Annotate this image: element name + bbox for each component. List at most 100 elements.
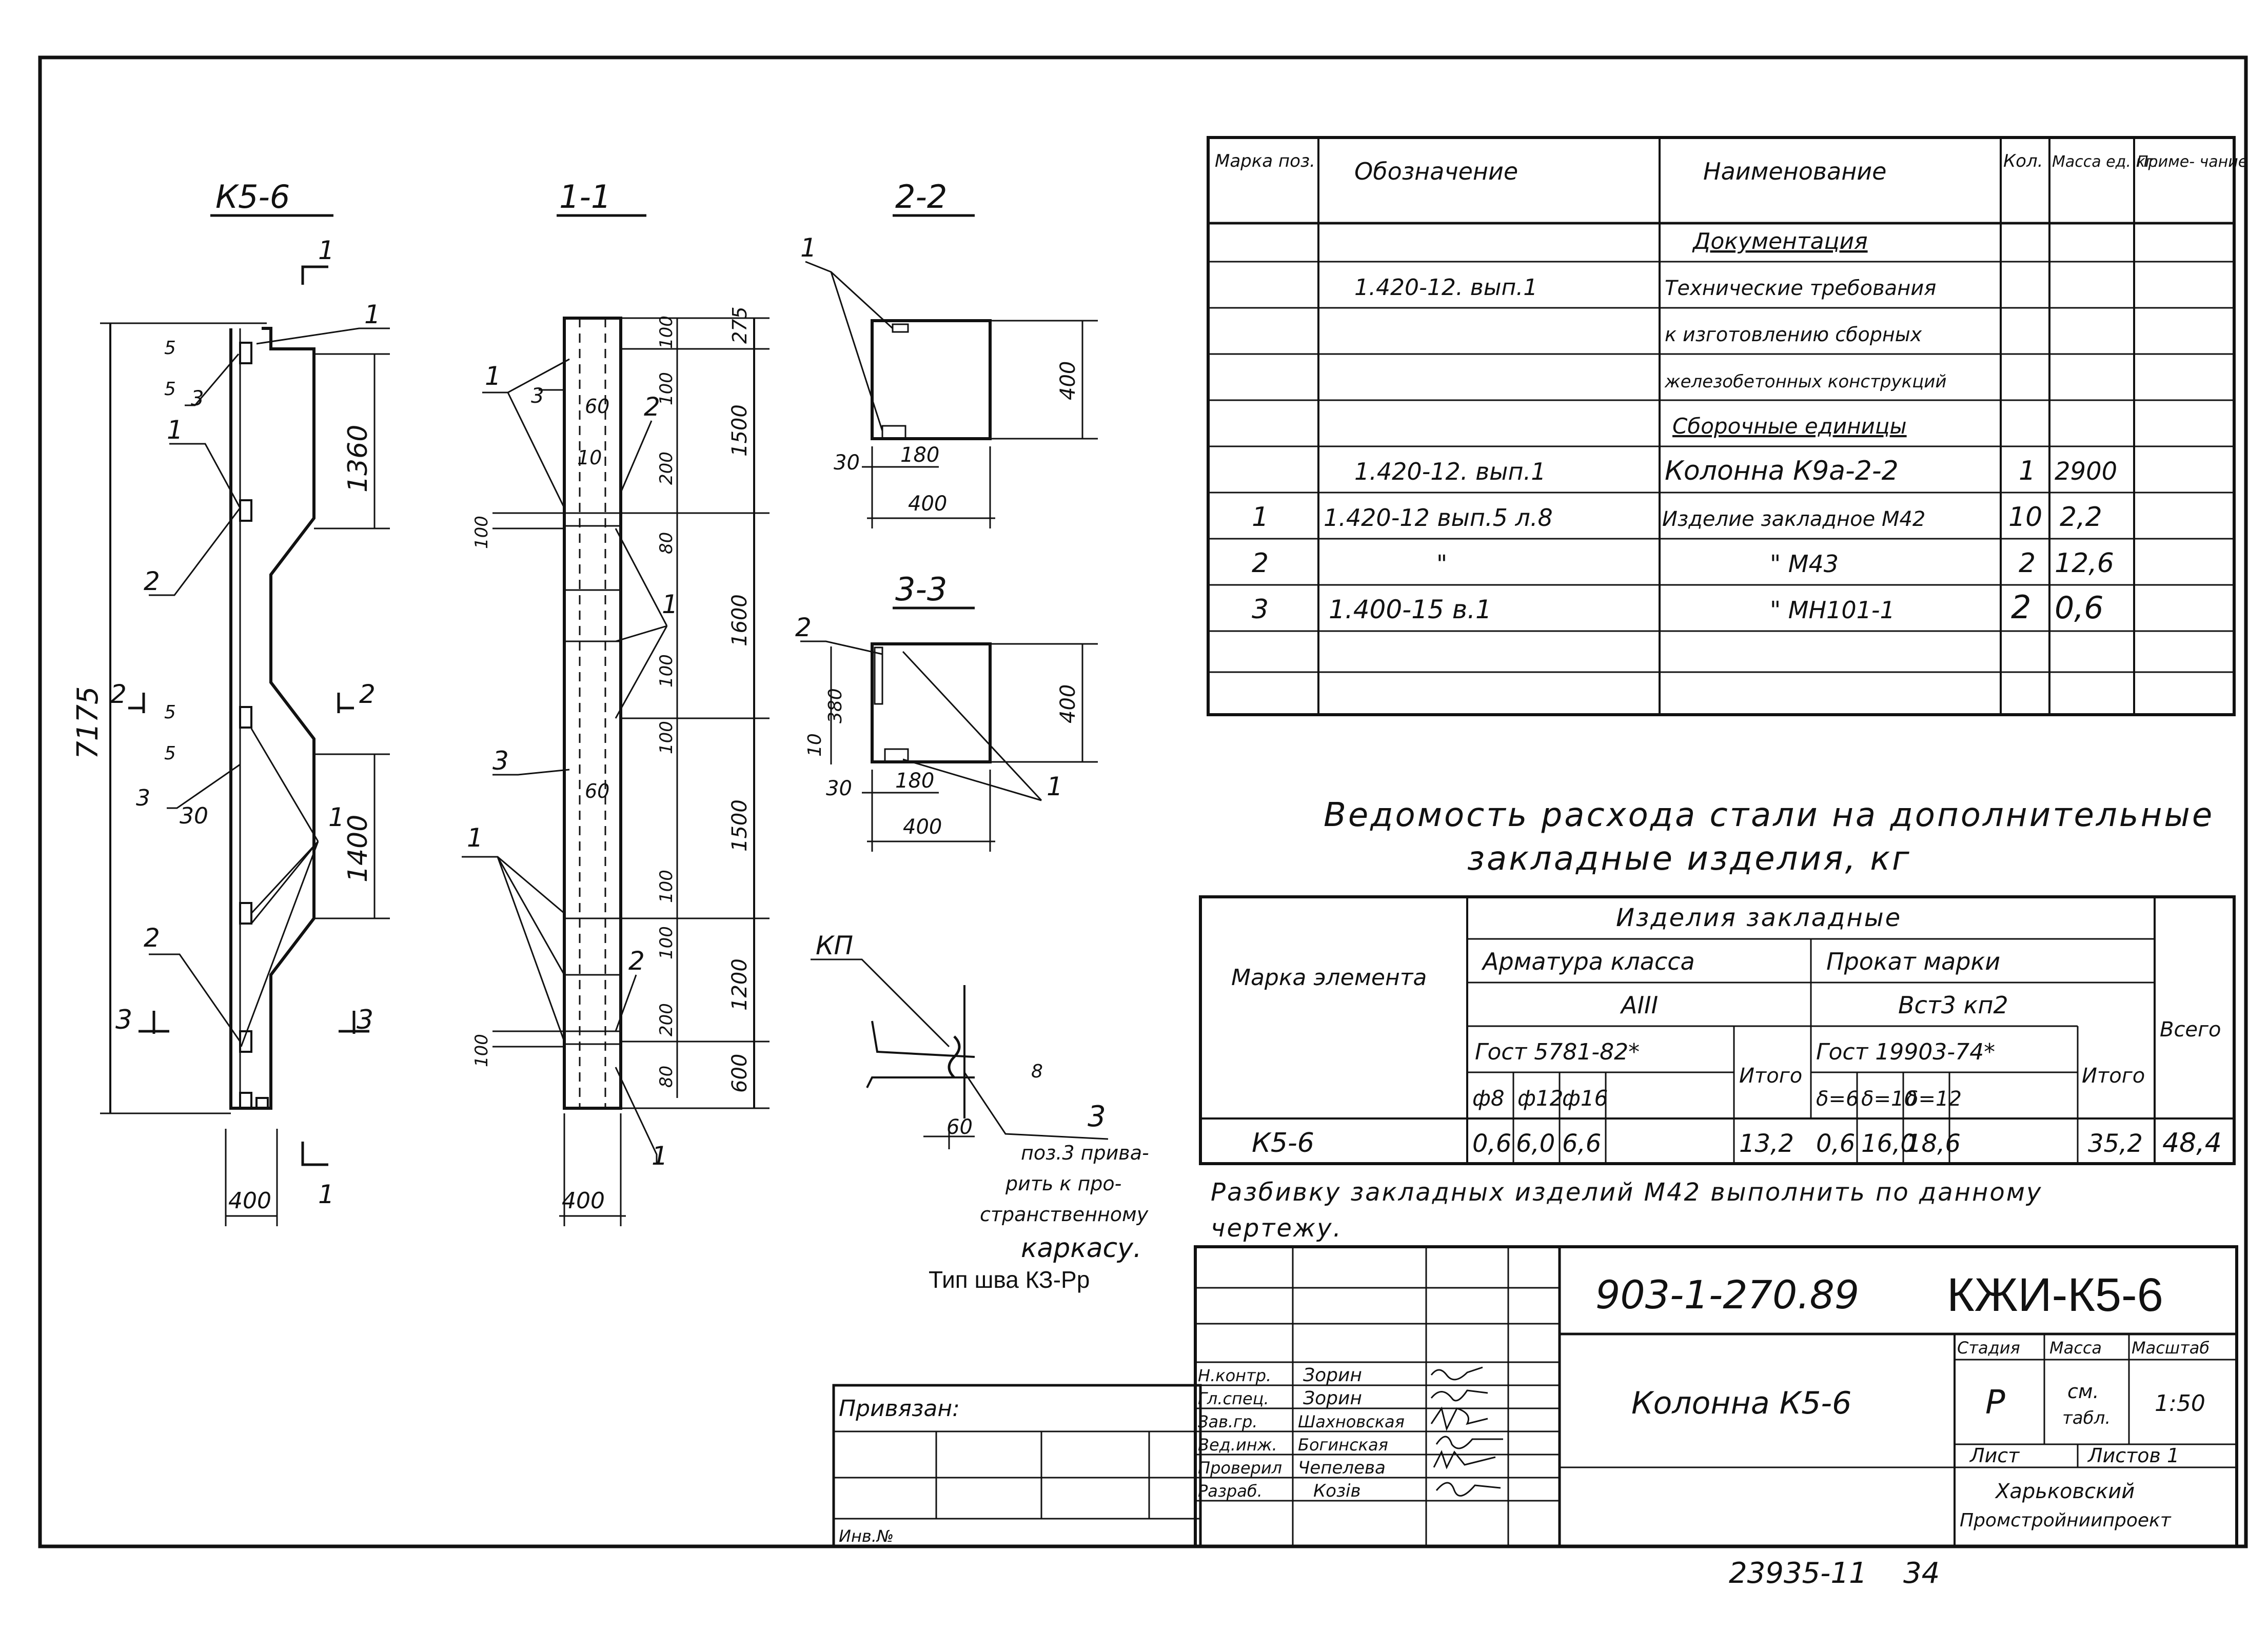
specification-table: Марка поз. Обозначение Наименование Кол.… xyxy=(1207,136,2247,716)
svg-text:Гл.спец.: Гл.спец. xyxy=(1198,1389,1269,1408)
main-title: К5-6 xyxy=(215,178,290,215)
svg-text:Приме- чание: Приме- чание xyxy=(2137,153,2247,171)
svg-text:Шахновская: Шахновская xyxy=(1298,1412,1405,1431)
svg-text:закладные изделия, кг: закладные изделия, кг xyxy=(1467,840,1911,878)
svg-text:400: 400 xyxy=(1056,684,1080,723)
steel-title: Ведомость расхода стали на дополнительны… xyxy=(1324,796,2214,834)
svg-text:60: 60 xyxy=(585,780,609,802)
svg-text:см.: см. xyxy=(2067,1380,2099,1403)
svg-text:5: 5 xyxy=(164,379,176,400)
svg-text:Итого: Итого xyxy=(1739,1064,1802,1088)
svg-text:δ=6: δ=6 xyxy=(1816,1087,1859,1111)
svg-text:КП: КП xyxy=(816,931,853,960)
svg-text:100: 100 xyxy=(471,516,492,549)
svg-text:Масштаб: Масштаб xyxy=(2132,1338,2210,1358)
section-1-title: 1-1 xyxy=(559,178,611,215)
svg-text:48,4: 48,4 xyxy=(2162,1128,2222,1159)
svg-text:1: 1 xyxy=(318,235,334,265)
svg-text:Марка поз.: Марка поз. xyxy=(1215,151,1315,171)
svg-text:200: 200 xyxy=(656,451,677,485)
svg-text:2: 2 xyxy=(110,679,127,709)
svg-text:180: 180 xyxy=(900,443,939,467)
svg-text:3: 3 xyxy=(531,384,544,408)
svg-text:Зорин: Зорин xyxy=(1303,1388,1362,1409)
svg-text:7175: 7175 xyxy=(71,686,105,759)
svg-text:Кол.: Кол. xyxy=(2003,151,2043,171)
svg-text:100: 100 xyxy=(471,1034,492,1067)
svg-text:Всего: Всего xyxy=(2160,1018,2221,1042)
svg-text:400: 400 xyxy=(228,1188,271,1214)
kp-detail: КП 60 3 поз.3 привa- рить к про- странст… xyxy=(811,931,1149,1293)
svg-text:" МН101-1: " МН101-1 xyxy=(1770,596,1895,624)
svg-text:2: 2 xyxy=(2019,548,2036,579)
svg-text:6,6: 6,6 xyxy=(1562,1129,1601,1158)
svg-text:" М43: " М43 xyxy=(1770,550,1839,578)
svg-text:ф16: ф16 xyxy=(1562,1086,1608,1111)
svg-text:1: 1 xyxy=(2019,456,2036,486)
svg-text:1:50: 1:50 xyxy=(2155,1390,2205,1417)
svg-text:100: 100 xyxy=(656,316,677,349)
svg-text:1: 1 xyxy=(1252,502,1269,533)
section-3-title: 3-3 xyxy=(895,571,947,608)
main-elevation: К5-6 7175 400 1360 1400 5 5 xyxy=(71,178,390,1226)
svg-text:": " xyxy=(1436,550,1447,578)
svg-text:10: 10 xyxy=(2008,502,2042,533)
svg-text:Листов 1: Листов 1 xyxy=(2087,1444,2179,1467)
svg-text:2: 2 xyxy=(144,566,160,596)
svg-text:Инв.№: Инв.№ xyxy=(839,1526,894,1546)
svg-text:Козів: Козів xyxy=(1313,1481,1361,1501)
svg-text:16,0: 16,0 xyxy=(1861,1129,1916,1158)
svg-text:к изготовлению сборных: к изготовлению сборных xyxy=(1665,323,1922,346)
svg-text:100: 100 xyxy=(656,926,677,959)
svg-text:табл.: табл. xyxy=(2062,1408,2111,1428)
archive-number: 23935-11 xyxy=(1729,1557,1867,1590)
svg-text:100: 100 xyxy=(656,870,677,903)
svg-text:1400: 1400 xyxy=(343,815,373,882)
svg-text:3: 3 xyxy=(492,746,509,776)
svg-text:3: 3 xyxy=(191,387,204,410)
svg-text:Документация: Документация xyxy=(1692,228,1868,254)
svg-text:каркасу.: каркасу. xyxy=(1021,1233,1141,1264)
svg-text:400: 400 xyxy=(562,1188,605,1214)
svg-text:Обозначение: Обозначение xyxy=(1354,158,1518,185)
svg-text:1: 1 xyxy=(364,300,381,329)
svg-text:железобетонных конструкций: железобетонных конструкций xyxy=(1664,371,1946,392)
svg-text:30: 30 xyxy=(180,803,208,829)
svg-text:ф12: ф12 xyxy=(1517,1086,1563,1111)
svg-text:10: 10 xyxy=(804,733,825,757)
svg-text:1: 1 xyxy=(485,361,501,391)
note-line-2: чертежу. xyxy=(1211,1214,1343,1243)
svg-text:2900: 2900 xyxy=(2055,457,2117,486)
svg-text:6,0: 6,0 xyxy=(1516,1129,1555,1158)
svg-text:странственному: странственному xyxy=(980,1203,1149,1226)
svg-text:1.420-12. вып.1: 1.420-12. вып.1 xyxy=(1354,274,1537,301)
svg-text:180: 180 xyxy=(895,769,934,793)
svg-text:3: 3 xyxy=(1252,594,1269,625)
svg-text:0,6: 0,6 xyxy=(2055,590,2103,626)
svg-text:АIII: АIII xyxy=(1620,991,1658,1019)
svg-text:Н.контр.: Н.контр. xyxy=(1198,1366,1271,1385)
svg-text:Проверил: Проверил xyxy=(1198,1458,1282,1478)
signatures xyxy=(1430,1366,1503,1497)
svg-text:1: 1 xyxy=(318,1180,334,1209)
svg-text:2: 2 xyxy=(644,392,660,422)
svg-text:1500: 1500 xyxy=(728,404,752,457)
svg-text:ф8: ф8 xyxy=(1472,1086,1505,1111)
svg-text:Чепелева: Чепелева xyxy=(1298,1458,1386,1478)
svg-text:2: 2 xyxy=(628,946,645,976)
svg-text:60: 60 xyxy=(946,1115,973,1139)
svg-text:Гост 5781-82*: Гост 5781-82* xyxy=(1475,1039,1640,1065)
svg-text:1500: 1500 xyxy=(728,799,752,852)
svg-text:5: 5 xyxy=(164,338,176,359)
note-line-1: Разбивку закладных изделий М42 выполнить… xyxy=(1211,1178,2042,1207)
svg-text:400: 400 xyxy=(908,492,947,516)
svg-text:2: 2 xyxy=(2011,588,2031,626)
svg-text:1.420-12 вып.5 л.8: 1.420-12 вып.5 л.8 xyxy=(1324,504,1553,532)
svg-text:2: 2 xyxy=(359,679,376,709)
svg-text:80: 80 xyxy=(656,1066,677,1088)
svg-text:100: 100 xyxy=(656,654,677,688)
section-1-1: 1-1 275 1500 1600 1500 1200 600 100 100 … xyxy=(462,178,770,1226)
svg-text:Вст3 кп2: Вст3 кп2 xyxy=(1898,991,2008,1019)
svg-text:К5-6: К5-6 xyxy=(1252,1128,1314,1159)
